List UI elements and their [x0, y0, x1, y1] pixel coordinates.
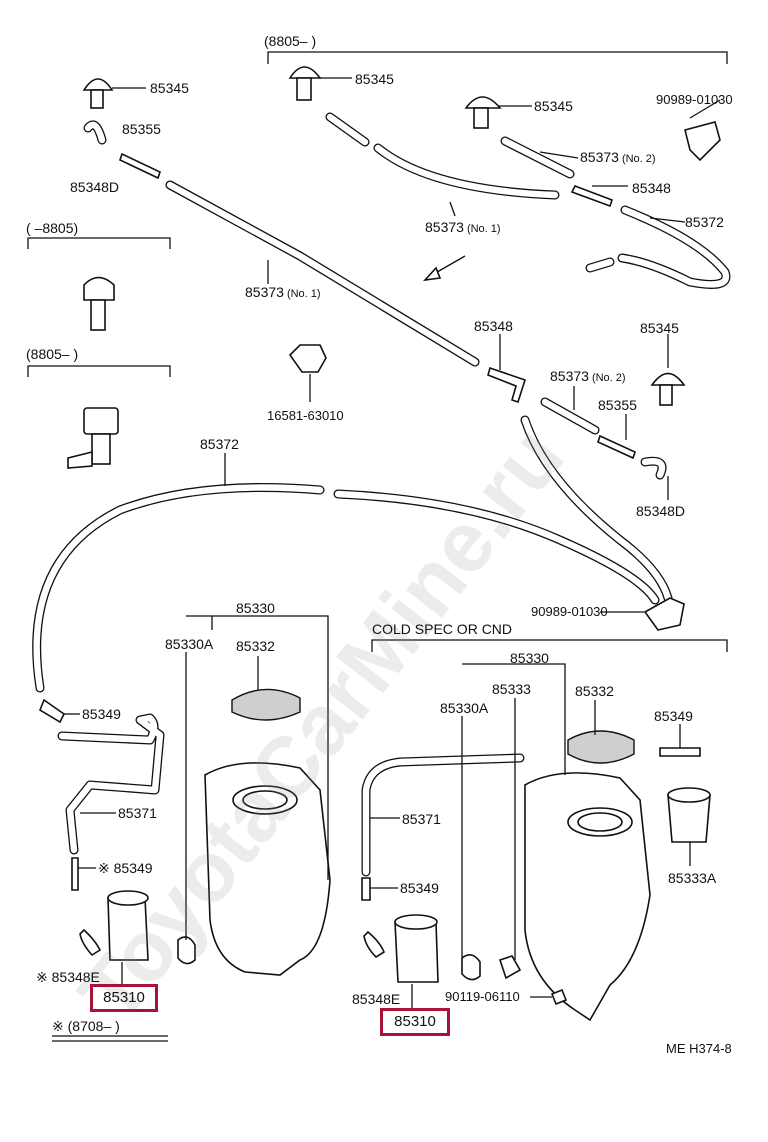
footer-code: ME H374-8 — [666, 1041, 732, 1056]
bracket-lines — [27, 51, 728, 1042]
label-85349-d: 85349 — [400, 880, 439, 896]
label-85332-b: 85332 — [575, 683, 614, 699]
label-85349-b: ※ 85349 — [98, 860, 153, 876]
label-85330A-a: 85330A — [165, 636, 214, 652]
bracket-top-right: (8805– ) — [264, 33, 317, 49]
label-85345-c: 85345 — [534, 98, 573, 114]
label-85373-no2-b-num: 85373 — [550, 368, 589, 384]
right-reservoir — [363, 730, 711, 1022]
label-85373-no1-b-sub: (No. 1) — [286, 288, 321, 300]
hoses — [32, 112, 731, 877]
label-85349-c: 85349 — [654, 708, 693, 724]
label-85373-no2-a-sub: (No. 2) — [621, 153, 656, 165]
label-85333: 85333 — [492, 681, 531, 697]
label-85348D-a: 85348D — [70, 179, 120, 195]
label-85348E-a: ※ 85348E — [36, 969, 100, 985]
label-85348D-b: 85348D — [636, 503, 686, 519]
bracket-left-pre: ( –8805) — [26, 220, 79, 236]
left-reservoir — [79, 688, 331, 976]
label-85373-no2-a: 85373(No. 2) — [580, 149, 656, 167]
label-85332-a: 85332 — [236, 638, 275, 654]
bracket-left-post: (8805– ) — [26, 346, 79, 362]
label-85371-b: 85371 — [402, 811, 441, 827]
label-85373-no2-a-num: 85373 — [580, 149, 619, 165]
label-85333A: 85333A — [668, 870, 717, 886]
label-85373-no1-b: 85373(No. 1) — [245, 284, 321, 302]
section-title: COLD SPEC OR CND — [372, 621, 513, 637]
label-85345-a: 85345 — [150, 80, 189, 96]
label-85373-no1-a: 85373(No. 1) — [425, 219, 501, 237]
label-85348-b: 85348 — [474, 318, 513, 334]
label-85348E-b: 85348E — [352, 991, 401, 1007]
label-85330A-b: 85330A — [440, 700, 489, 716]
label-85355-b: 85355 — [598, 397, 637, 413]
highlight-85310-right[interactable]: 85310 — [380, 1008, 450, 1036]
label-90119: 90119-06110 — [445, 989, 520, 1004]
label-85373-no1-a-num: 85373 — [425, 219, 464, 235]
leader-lines — [64, 77, 721, 1008]
label-85373-no1-b-num: 85373 — [245, 284, 284, 300]
label-85372-a: 85372 — [685, 214, 724, 230]
direction-arrow — [422, 255, 466, 282]
label-85372-b: 85372 — [200, 436, 239, 452]
label-85345-d: 85345 — [640, 320, 679, 336]
label-85349-a: 85349 — [82, 706, 121, 722]
label-90989-b: 90989-01030 — [531, 604, 608, 619]
label-85355-a: 85355 — [122, 121, 161, 137]
label-85330-b: 85330 — [510, 650, 549, 666]
bracket-bottom-left: ※ (8708– ) — [52, 1018, 120, 1034]
label-85373-no2-b: 85373(No. 2) — [550, 368, 626, 386]
label-85330-a: 85330 — [236, 600, 275, 616]
label-85345-b: 85345 — [355, 71, 394, 87]
label-16581: 16581-63010 — [267, 408, 344, 423]
label-85371-a: 85371 — [118, 805, 157, 821]
highlight-85310-left[interactable]: 85310 — [90, 984, 158, 1012]
label-85373-no1-a-sub: (No. 1) — [466, 223, 501, 235]
label-85373-no2-b-sub: (No. 2) — [591, 372, 626, 384]
fittings — [39, 120, 721, 901]
label-85348-a: 85348 — [632, 180, 671, 196]
label-90989-a: 90989-01030 — [656, 92, 733, 107]
